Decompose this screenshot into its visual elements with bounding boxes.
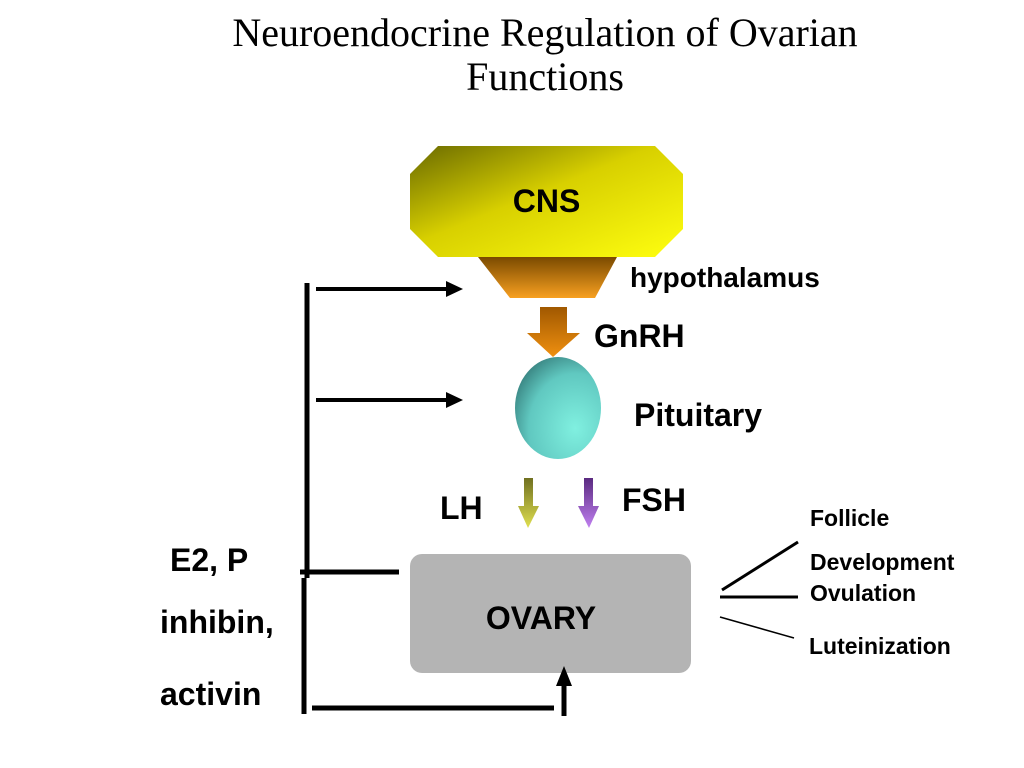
line-to-luteinization [719,616,795,639]
activin-label: activin [160,676,262,712]
gnrh-arrow [527,307,580,357]
function-lines [719,540,799,639]
page-title-line-2: Functions [466,54,624,99]
feedback-arrowhead-ovary [556,666,572,686]
development-label: Development [810,549,955,575]
feedback-arrowhead-hypothalamus [446,281,463,297]
cns-label: CNS [512,183,581,219]
pituitary-label: Pituitary [634,397,763,433]
feedback-arrowhead-pituitary [446,392,463,408]
page-title-line-1: Neuroendocrine Regulation of Ovarian [232,10,858,55]
ovulation-label: Ovulation [810,580,917,606]
lh-arrow [518,478,539,528]
e2-p-label: E2, P [170,542,249,578]
feedback-loop [300,283,567,716]
ovary-label: OVARY [485,600,597,636]
inhibin-label: inhibin, [160,604,274,640]
hypothalamus-label: hypothalamus [630,262,820,293]
cns-shape [410,146,683,257]
line-to-follicle-development [721,540,799,592]
hypothalamus-shape [478,257,617,298]
fsh-label: FSH [622,482,686,518]
follicle-label: Follicle [810,505,890,531]
ovary-shape [410,554,691,673]
fsh-arrow [578,478,599,528]
gnrh-label: GnRH [594,318,685,354]
lh-label: LH [440,490,483,526]
luteinization-label: Luteinization [809,633,951,659]
pituitary-shape [515,357,601,459]
